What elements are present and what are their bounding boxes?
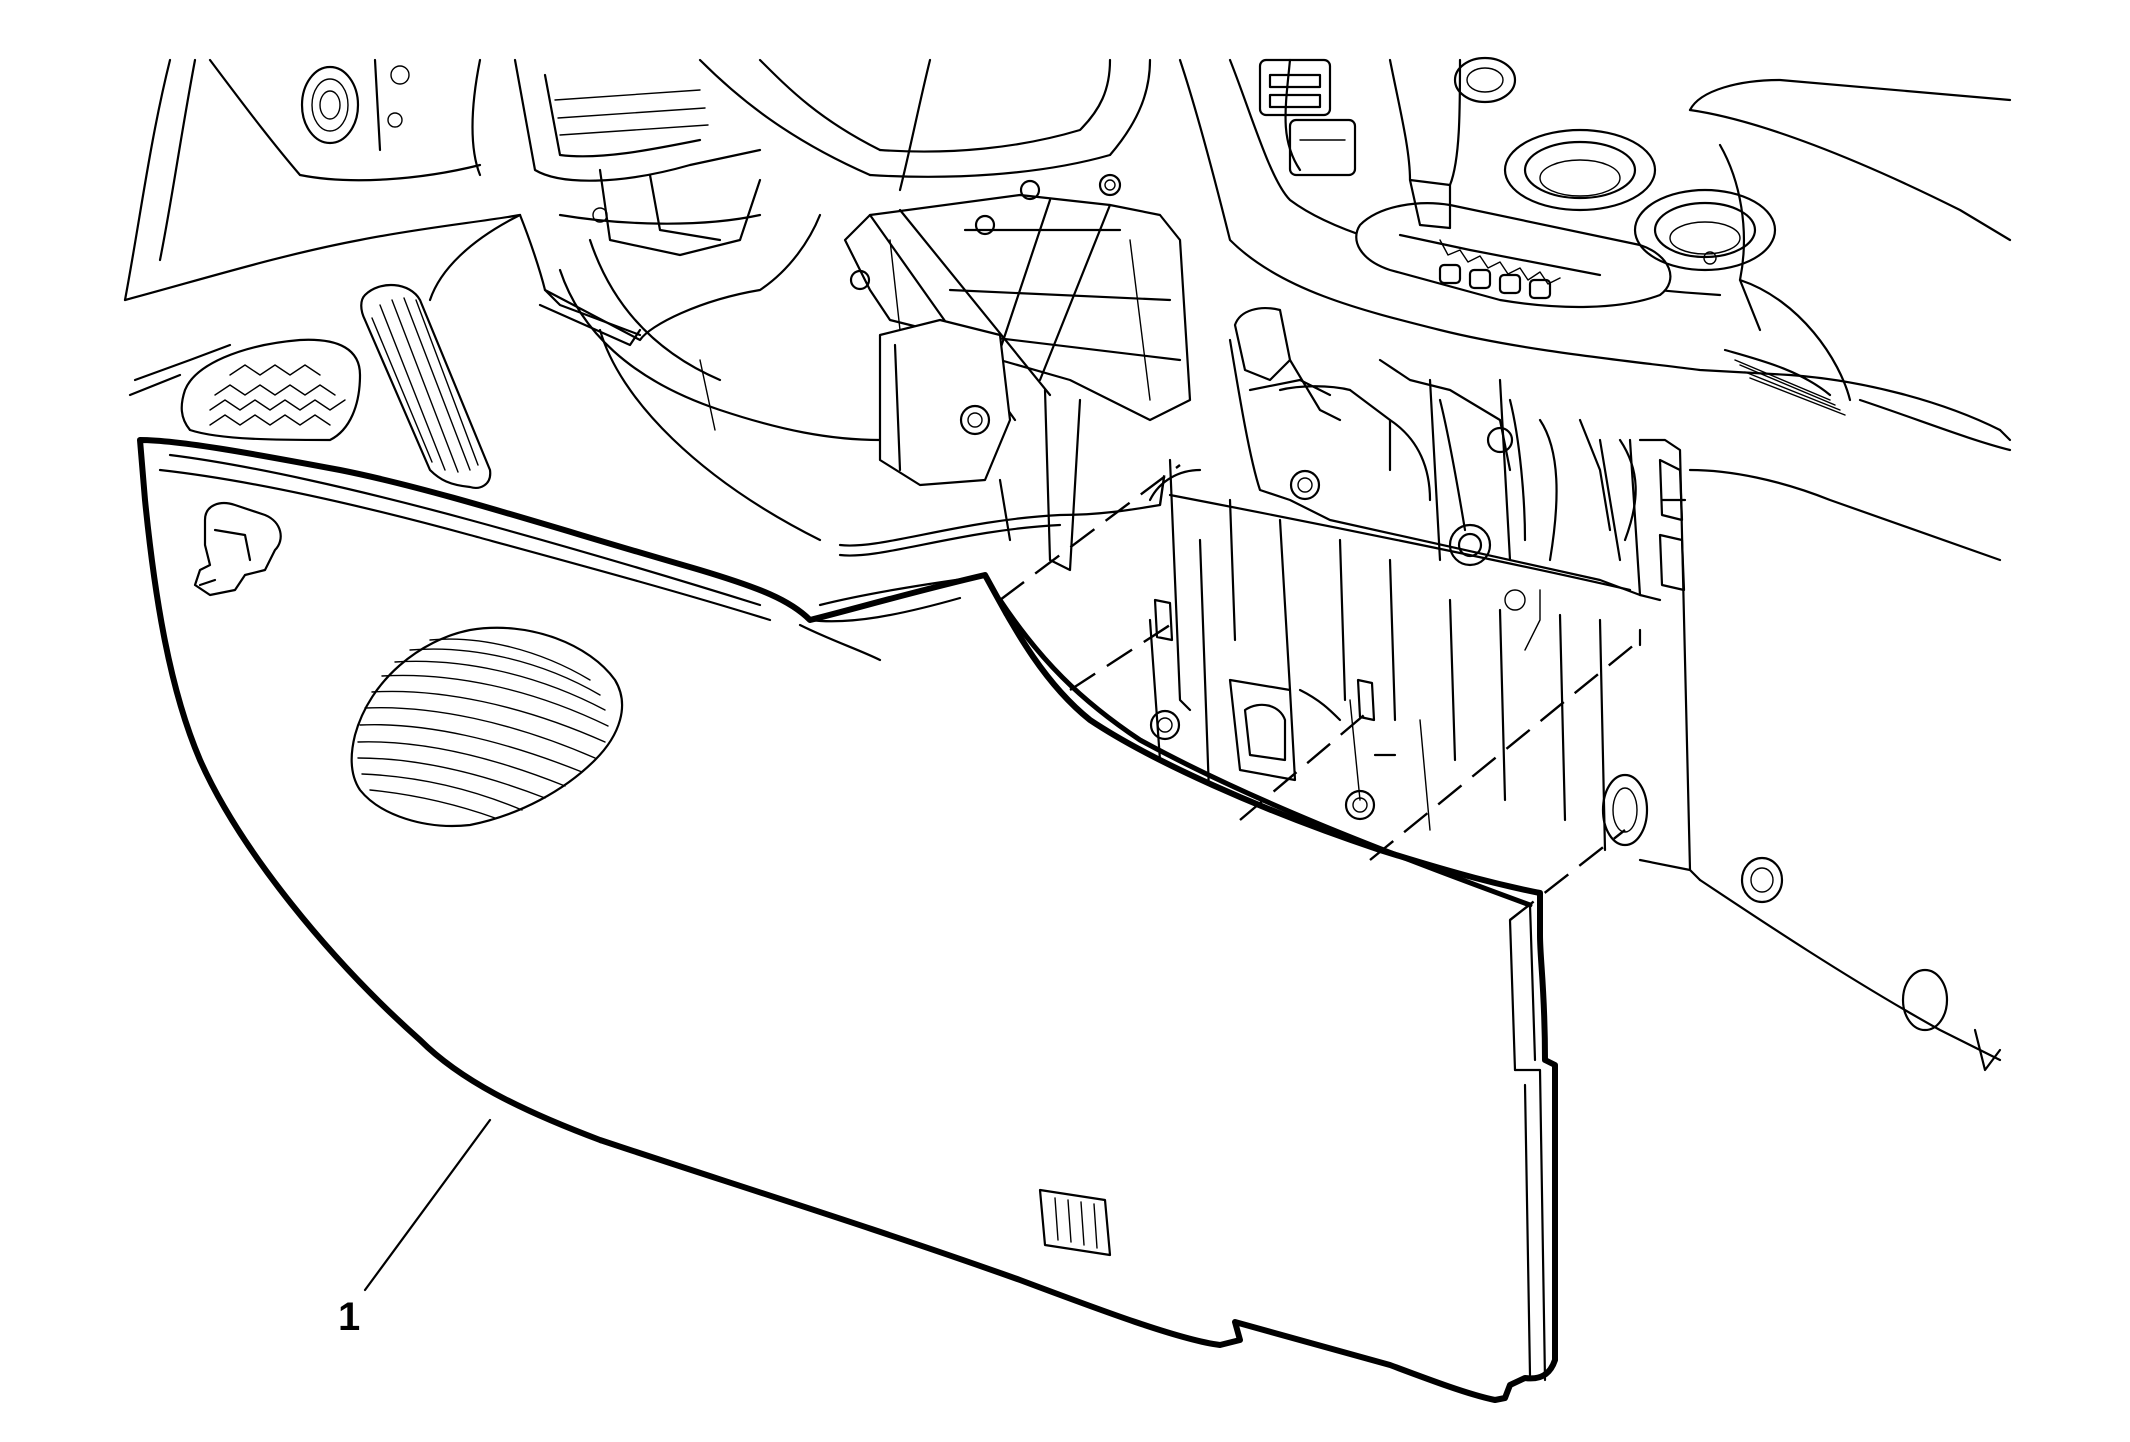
column-lower-trim xyxy=(518,168,822,347)
panel-clip xyxy=(193,502,282,597)
panel-tab xyxy=(1038,1188,1112,1257)
brake-pedal xyxy=(128,338,362,442)
callout-leader-line xyxy=(363,1118,492,1292)
instrument-panel-left xyxy=(123,58,522,302)
knee-bolster-panel xyxy=(137,437,1558,1403)
callout-label: 1 xyxy=(338,1295,360,1339)
center-console xyxy=(1178,56,2012,452)
console-knob-icon xyxy=(1453,56,1517,104)
alignment-dash-lines xyxy=(999,464,1641,921)
vent-grille xyxy=(350,626,624,827)
fastener-hole-icon xyxy=(1740,856,1784,904)
lower-floor-structure xyxy=(1148,458,1642,852)
dial-knob-icon xyxy=(300,65,360,145)
cup-holder-rear-icon xyxy=(1633,188,1777,272)
retainer-slot-center xyxy=(1356,678,1376,722)
callout-1: 1 xyxy=(338,1118,492,1339)
pivot-bolt-icon xyxy=(1448,523,1492,567)
pedal-bracket-assembly xyxy=(1228,307,1642,651)
cup-holder-front-icon xyxy=(1503,128,1657,212)
console-side-panel xyxy=(1601,438,2002,1072)
floor-tunnel-left xyxy=(428,213,882,442)
retainer-grommet-icon xyxy=(1601,773,1649,847)
center-support-bracket xyxy=(843,173,1192,572)
accelerator-pedal xyxy=(360,283,492,489)
retainer-slot-left xyxy=(1153,598,1174,642)
wire-harness xyxy=(598,328,1162,557)
steering-column xyxy=(513,58,1152,192)
